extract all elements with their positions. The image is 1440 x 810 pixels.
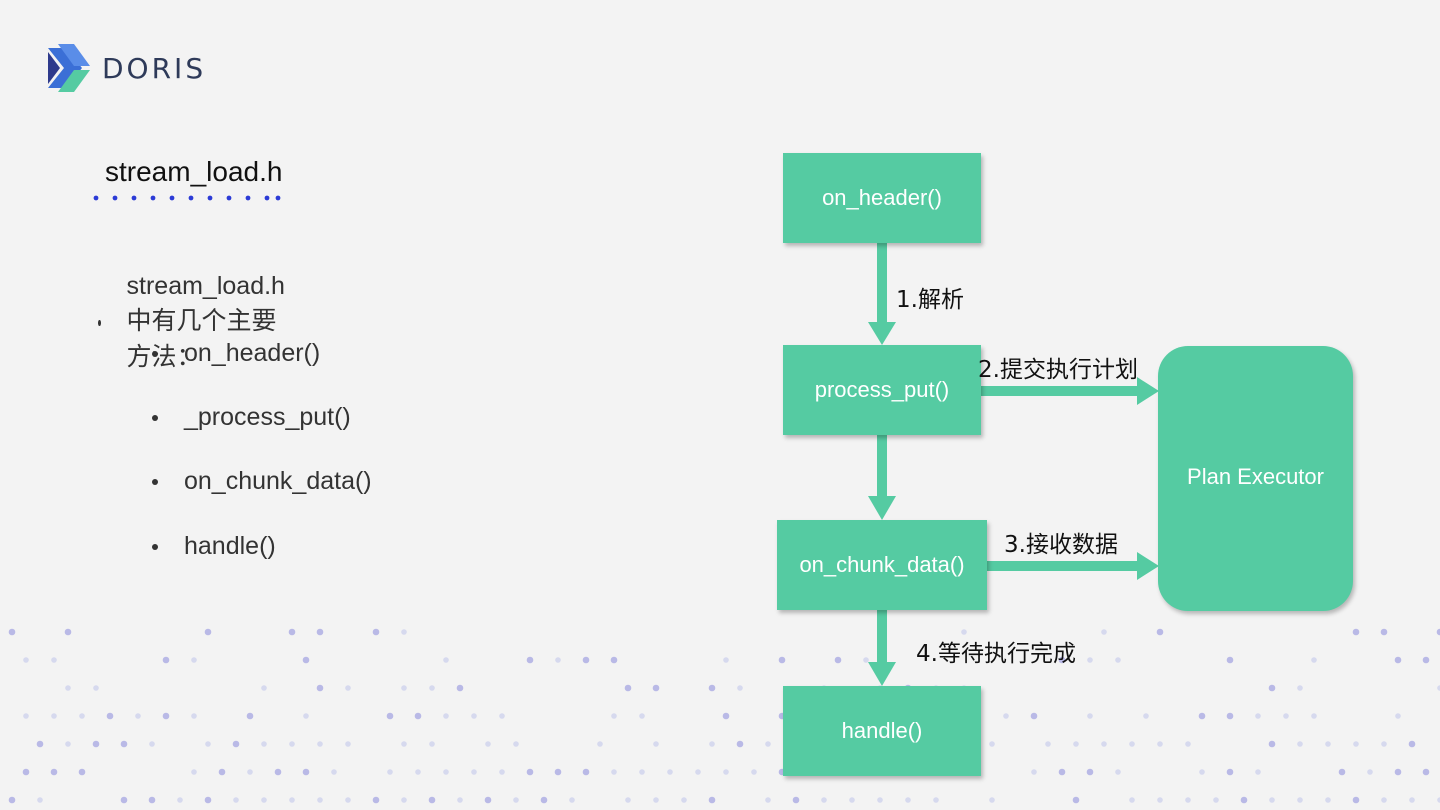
bullet-method-text: handle() <box>184 532 276 560</box>
edge-label-submit-plan: 2.提交执行计划 <box>978 357 1138 383</box>
edge-process-put-to-plan-executor <box>980 386 1140 396</box>
node-plan-executor: Plan Executor <box>1158 346 1353 611</box>
bullet-method-text: on_header() <box>184 339 321 367</box>
arrowhead-plan-executor-1 <box>1137 377 1159 405</box>
edge-label-parse: 1.解析 <box>896 287 964 313</box>
bullet-dot <box>152 350 158 357</box>
edge-on-header-to-process-put <box>877 243 887 325</box>
arrowhead-process-put <box>868 322 896 345</box>
bullet-dot <box>152 478 158 485</box>
bullet-intro-text: stream_load.h中有几个主要方法： <box>126 272 285 371</box>
arrowhead-handle <box>868 662 896 686</box>
bullet-dot <box>152 414 158 421</box>
brand-name: DORIS <box>102 51 207 85</box>
edge-on-chunk-data-to-handle <box>877 610 887 665</box>
arrowhead-on-chunk-data <box>868 496 896 520</box>
title-dotted-underline <box>93 195 281 201</box>
section-title: stream_load.h <box>105 156 283 187</box>
bullet-method-text: _process_put() <box>184 403 351 431</box>
node-on-header: on_header() <box>783 153 981 243</box>
edge-label-wait-finish: 4.等待执行完成 <box>916 641 1076 667</box>
edge-label-receive-data: 3.接收数据 <box>1004 532 1118 558</box>
bullet-method-text: on_chunk_data() <box>184 467 372 495</box>
bullet-method-3: handle() <box>152 532 276 561</box>
bullet-method-0: on_header() <box>152 339 320 368</box>
node-handle: handle() <box>783 686 981 776</box>
bullet-intro: stream_load.h中有几个主要方法： <box>98 272 288 373</box>
doris-logo: DORIS <box>44 42 206 94</box>
bullet-dot <box>152 543 158 550</box>
arrowhead-plan-executor-2 <box>1137 552 1159 580</box>
edge-process-put-to-on-chunk-data <box>877 435 887 499</box>
doris-logo-icon <box>48 44 90 92</box>
node-process-put: process_put() <box>783 345 981 435</box>
edge-on-chunk-data-to-plan-executor <box>986 561 1140 571</box>
bullet-method-1: _process_put() <box>152 403 351 432</box>
node-on-chunk-data: on_chunk_data() <box>777 520 987 610</box>
bullet-method-2: on_chunk_data() <box>152 467 372 496</box>
bullet-dot <box>98 319 101 326</box>
